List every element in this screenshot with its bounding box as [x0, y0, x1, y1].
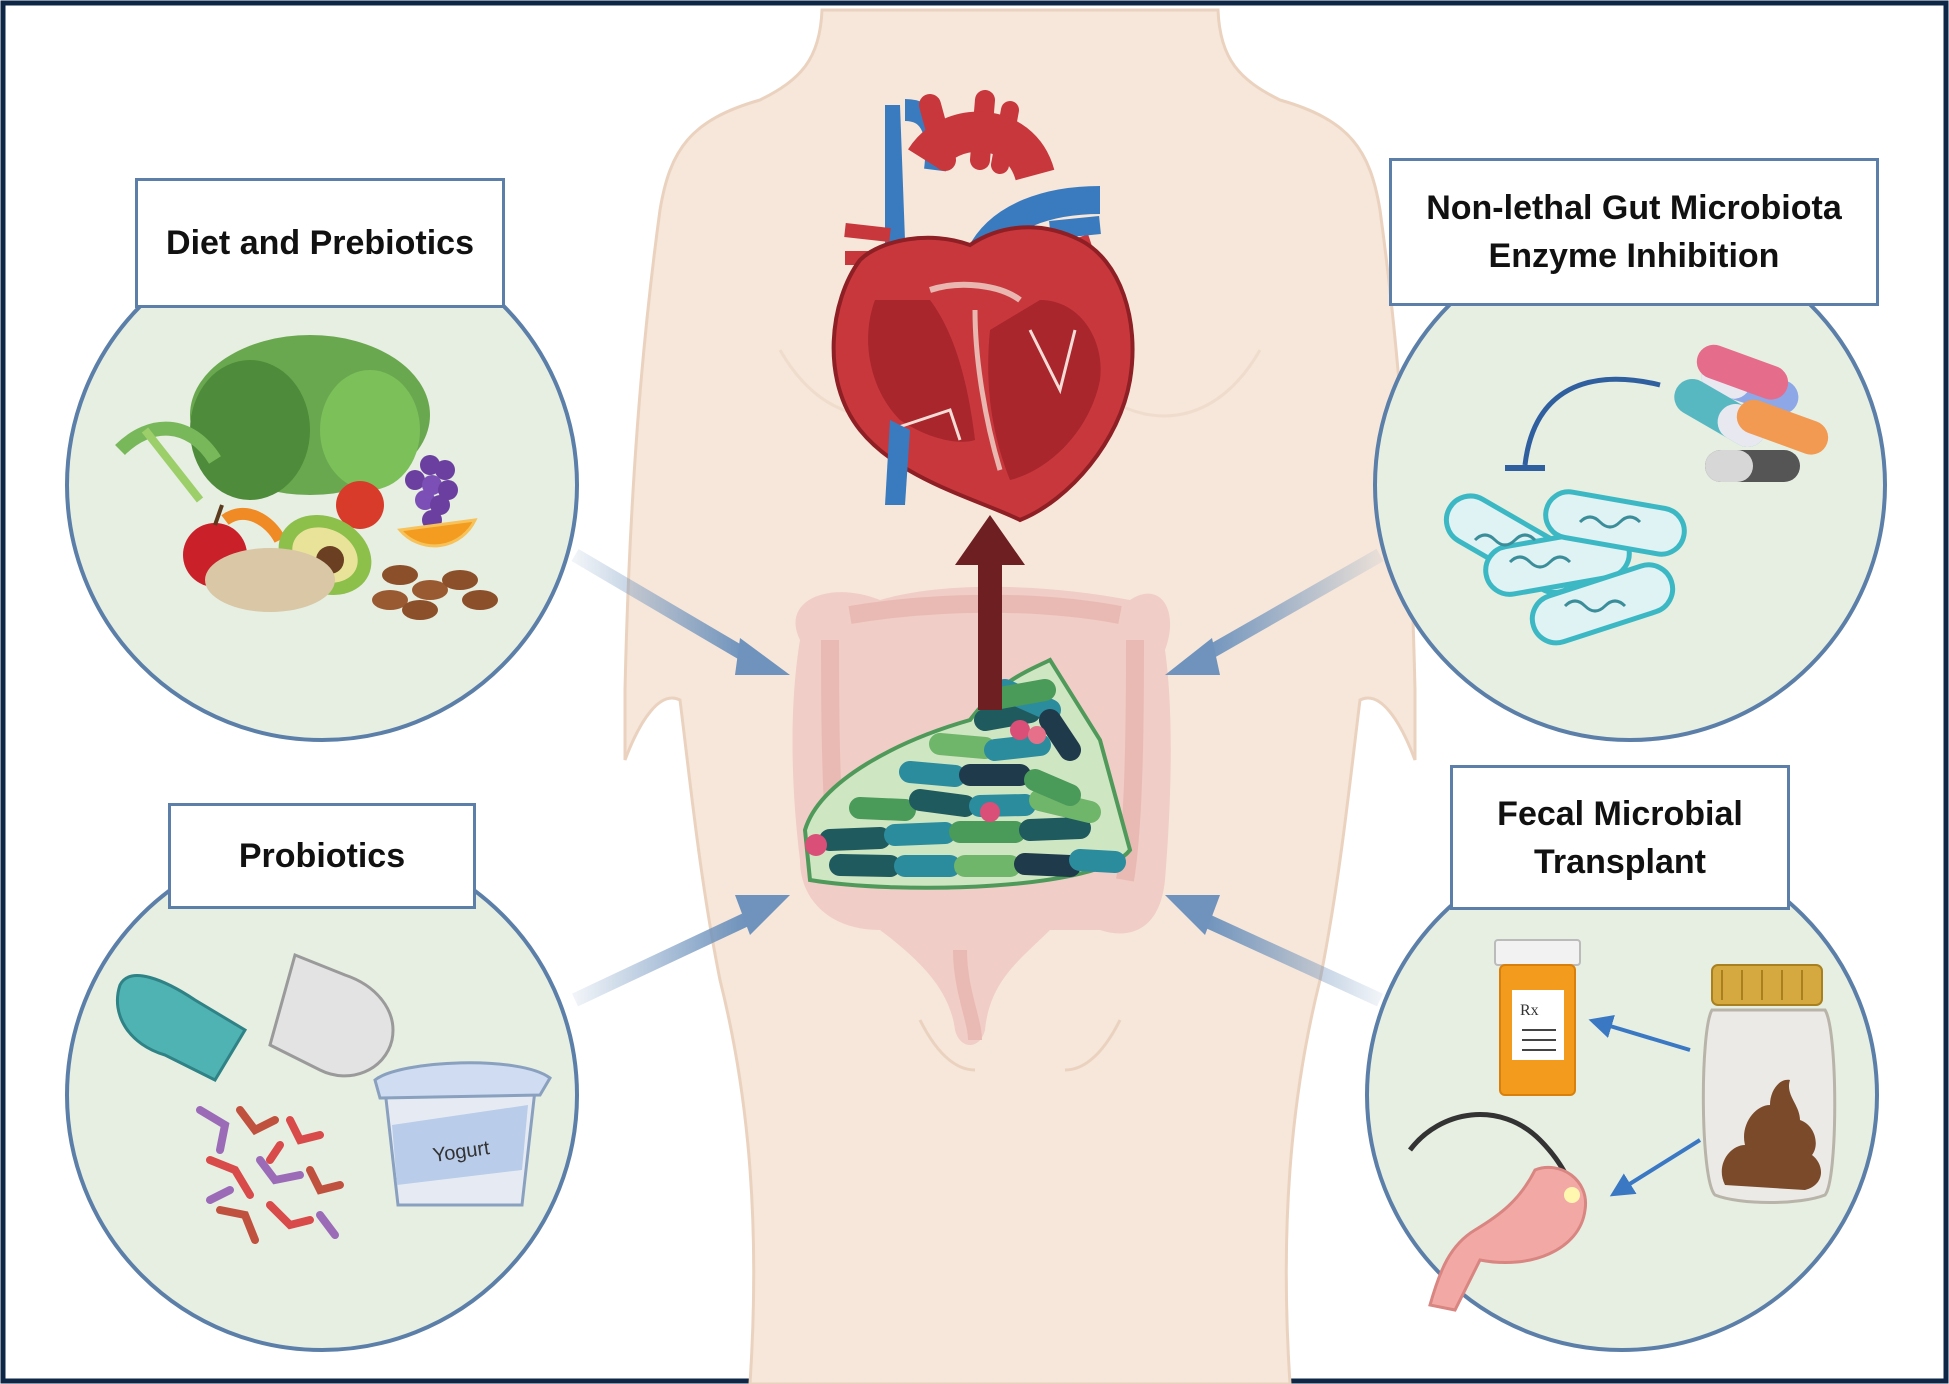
probiotic-bacteria-icon — [196, 1106, 344, 1244]
enzyme-title-line2: Enzyme Inhibition — [1488, 237, 1780, 275]
gut-bacteria-icon — [1443, 489, 1687, 646]
rx-label: Rx — [1520, 1002, 1539, 1019]
yogurt-cup-icon: Yogurt — [373, 1061, 552, 1207]
gut-to-heart-arrow — [955, 515, 1025, 710]
fmt-arrows — [1588, 1014, 1702, 1197]
prescription-bottle-icon: Rx — [1494, 939, 1581, 1096]
probiotics-title-box: Probiotics — [168, 803, 476, 909]
stomach-endoscope-icon — [1408, 1112, 1587, 1312]
fmt-title-line1: Fecal Microbial — [1497, 794, 1743, 833]
arrow-from-fmt — [1165, 895, 1383, 1007]
probiotics-title: Probiotics — [238, 837, 406, 875]
arrow-from-probiotics — [572, 895, 790, 1007]
fmt-title-box: Fecal Microbial Transplant — [1450, 765, 1790, 910]
diet-title-box: Diet and Prebiotics — [135, 178, 505, 308]
enzyme-circle — [1373, 228, 1887, 742]
capsule-icon — [115, 952, 395, 1082]
arrow-from-diet — [571, 548, 790, 675]
vegetables-fruits-icon — [115, 335, 498, 620]
enzyme-title-line1: Non-lethal Gut Microbiota — [1426, 189, 1842, 227]
stool-jar-icon — [1701, 964, 1837, 1204]
diet-title: Diet and Prebiotics — [166, 224, 474, 262]
drug-capsules-icon — [1674, 344, 1829, 482]
enzyme-title-box: Non-lethal Gut Microbiota Enzyme Inhibit… — [1389, 158, 1879, 306]
arrow-from-enzyme — [1165, 548, 1384, 675]
fmt-title-line2: Transplant — [1534, 842, 1706, 881]
inhibition-line-icon — [1505, 376, 1661, 471]
bacteria-cluster — [802, 657, 1133, 890]
heart-illustration — [831, 90, 1135, 523]
